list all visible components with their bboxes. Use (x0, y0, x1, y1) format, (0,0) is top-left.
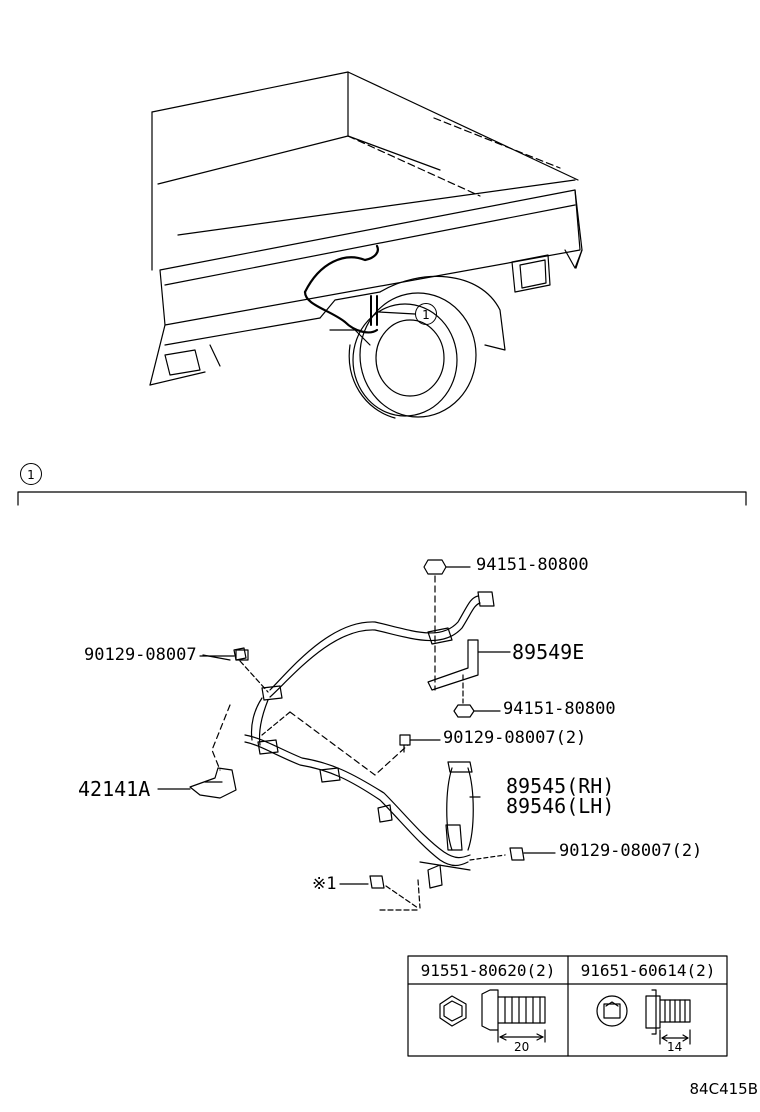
section-bracket-line (17, 491, 747, 506)
part-bolt-mid: 90129-08007(2) (443, 728, 587, 748)
part-bolt-left: 90129-08007 (84, 645, 197, 665)
truck-bed-illustration (149, 71, 583, 419)
part-bracket: 89549E (512, 640, 585, 664)
callout-1-truck: 1 (415, 303, 437, 325)
dimension-col-1: 20 (514, 1040, 530, 1054)
table-header-col-1: 91551-80620(2) (420, 961, 556, 980)
dimension-col-2: 14 (667, 1040, 683, 1054)
part-sensor-lh: 89546(LH) (506, 794, 615, 818)
callout-1-section: 1 (20, 463, 42, 485)
part-bolt-right: 90129-08007(2) (559, 841, 703, 861)
table-header-col-2: 91651-60614(2) (580, 961, 716, 980)
part-sensor-rh: 89545(RH) (506, 774, 615, 798)
part-hub: 42141A (78, 777, 151, 801)
diagram-code: 84C415B (689, 1080, 758, 1098)
bolt-table (407, 955, 728, 1057)
part-nut-top: 94151-80800 (476, 555, 589, 575)
part-nut-lower: 94151-80800 (503, 699, 616, 719)
exploded-view (157, 559, 556, 911)
part-note-bolt: ※1 (312, 874, 337, 894)
